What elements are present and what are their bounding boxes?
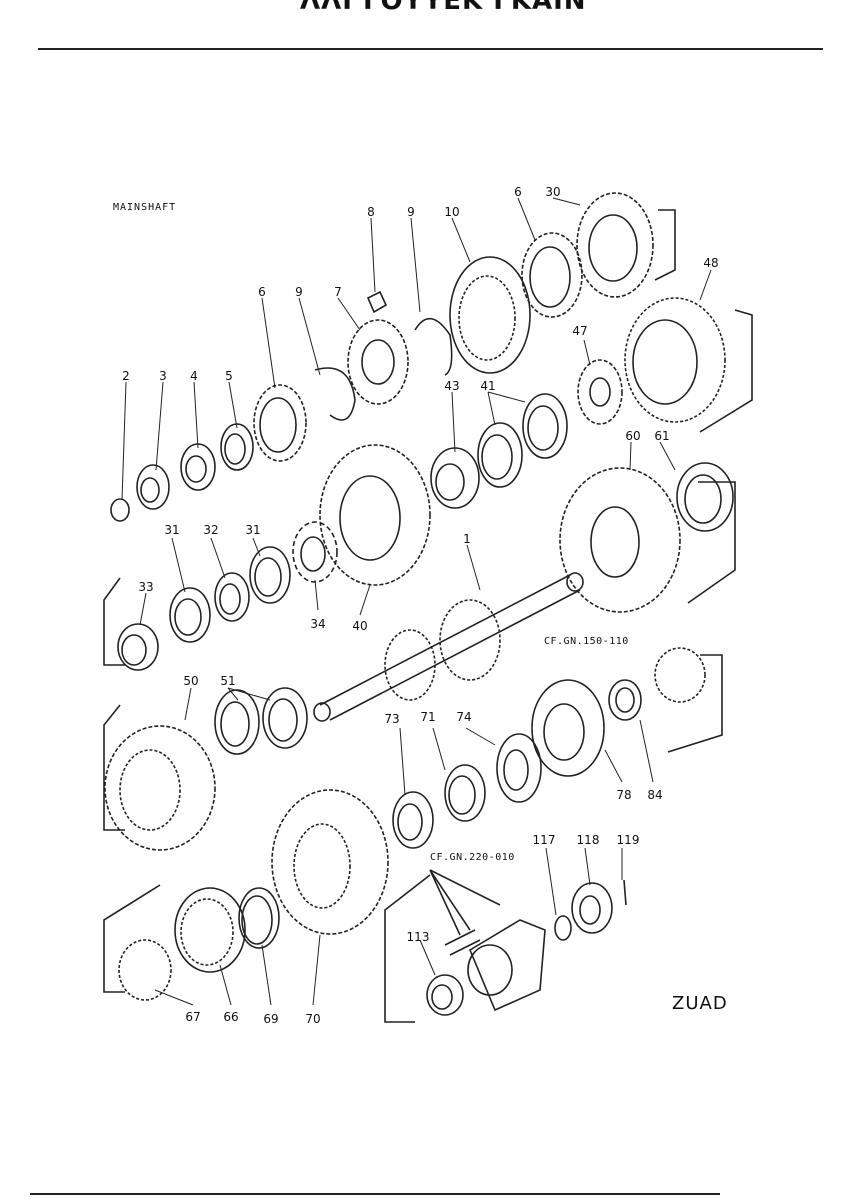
- callout-78: 78: [616, 788, 632, 802]
- page-header-title: ΛΛΙ ΓΟΥΥΕΚ ΓΚΑΙΝ: [300, 0, 587, 16]
- callout-71: 71: [420, 710, 436, 724]
- section-title: MAINSHAFT: [113, 202, 177, 213]
- callout-66: 66: [223, 1010, 239, 1024]
- callout-48: 48: [703, 256, 719, 270]
- callout-74: 74: [456, 710, 472, 724]
- callout-67: 67: [185, 1010, 201, 1024]
- callout-117: 117: [532, 833, 556, 847]
- callout-9: 9: [295, 285, 303, 299]
- callout-84: 84: [647, 788, 663, 802]
- callout-31: 31: [164, 523, 180, 537]
- callout-10: 10: [444, 205, 460, 219]
- callout-1: 1: [463, 532, 471, 546]
- callout-8: 8: [367, 205, 375, 219]
- callout-6: 6: [258, 285, 266, 299]
- callout-61: 61: [654, 429, 670, 443]
- callout-41: 41: [480, 379, 496, 393]
- callout-34: 34: [310, 617, 326, 631]
- callout-30: 30: [545, 185, 561, 199]
- reference-label: CF.GN.150-110: [544, 636, 629, 647]
- header-rule: [38, 48, 823, 50]
- callout-33: 33: [138, 580, 154, 594]
- diagram-code: ZUAD: [672, 993, 728, 1014]
- callout-4: 4: [190, 369, 198, 383]
- callout-6: 6: [514, 185, 522, 199]
- callout-70: 70: [305, 1012, 321, 1026]
- callout-5: 5: [225, 369, 233, 383]
- callout-51: 51: [220, 674, 236, 688]
- callout-60: 60: [625, 429, 641, 443]
- footer-rule: [30, 1193, 720, 1195]
- callout-50: 50: [183, 674, 199, 688]
- callout-43: 43: [444, 379, 460, 393]
- callout-69: 69: [263, 1012, 279, 1026]
- callout-3: 3: [159, 369, 167, 383]
- callout-47: 47: [572, 324, 588, 338]
- callout-32: 32: [203, 523, 219, 537]
- callout-119: 119: [616, 833, 640, 847]
- callout-2: 2: [122, 369, 130, 383]
- callout-113: 113: [406, 930, 430, 944]
- callout-9: 9: [407, 205, 415, 219]
- callout-40: 40: [352, 619, 368, 633]
- reference-label: CF.GN.220-010: [430, 852, 515, 863]
- callout-118: 118: [576, 833, 600, 847]
- callout-7: 7: [334, 285, 342, 299]
- callout-73: 73: [384, 712, 400, 726]
- callout-31: 31: [245, 523, 261, 537]
